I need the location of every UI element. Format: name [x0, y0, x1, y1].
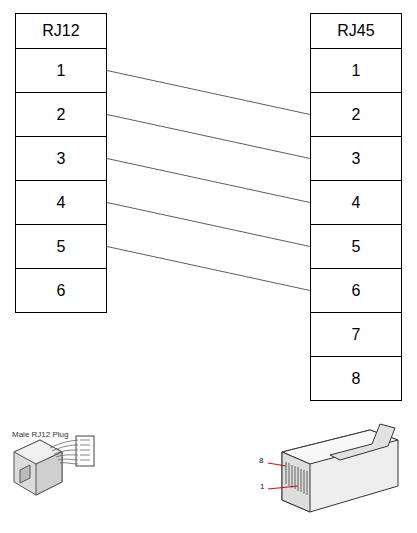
pin-wire	[107, 115, 310, 159]
rj12-plug-drawing	[14, 436, 94, 495]
leader-lines	[268, 463, 298, 489]
pin-number: 8	[352, 370, 361, 388]
pin-callout: 1	[260, 482, 264, 491]
connector-name: RJ45	[337, 22, 374, 40]
pin-cell: 4	[15, 180, 107, 225]
pin-cell: 8	[310, 356, 402, 401]
pin-wire	[107, 71, 310, 115]
rj45-plug-drawing	[282, 424, 398, 512]
pin-cell: 5	[15, 224, 107, 269]
pin-wire	[107, 159, 310, 203]
pin-cell: 2	[310, 92, 402, 137]
pin-number: 5	[57, 238, 66, 256]
pin-number: 3	[57, 150, 66, 168]
pin-number: 2	[57, 106, 66, 124]
pin-wire	[107, 203, 310, 247]
pin-cell: 1	[15, 48, 107, 93]
table-header: RJ12	[15, 13, 107, 49]
pin-number: 1	[352, 62, 361, 80]
pin-cell: 6	[15, 268, 107, 313]
pin-cell: 4	[310, 180, 402, 225]
table-header: RJ45	[310, 13, 402, 49]
pin-number: 3	[352, 150, 361, 168]
pin-cell: 6	[310, 268, 402, 313]
pin-number: 1	[57, 62, 66, 80]
pin-number: 6	[57, 282, 66, 300]
pin-cell: 5	[310, 224, 402, 269]
pin-cell: 2	[15, 92, 107, 137]
plug-caption: Male RJ12 Plug	[12, 430, 68, 439]
pin-cell: 7	[310, 312, 402, 357]
pin-cell: 1	[310, 48, 402, 93]
connector-name: RJ12	[42, 22, 79, 40]
pin-number: 4	[352, 194, 361, 212]
pin-number: 5	[352, 238, 361, 256]
pin-wire	[107, 247, 310, 291]
pin-cell: 3	[310, 136, 402, 181]
pin-number: 7	[352, 326, 361, 344]
pin-number: 2	[352, 106, 361, 124]
pin-cell: 3	[15, 136, 107, 181]
pin-callout: 8	[259, 456, 263, 465]
pin-number: 6	[352, 282, 361, 300]
pin-number: 4	[57, 194, 66, 212]
